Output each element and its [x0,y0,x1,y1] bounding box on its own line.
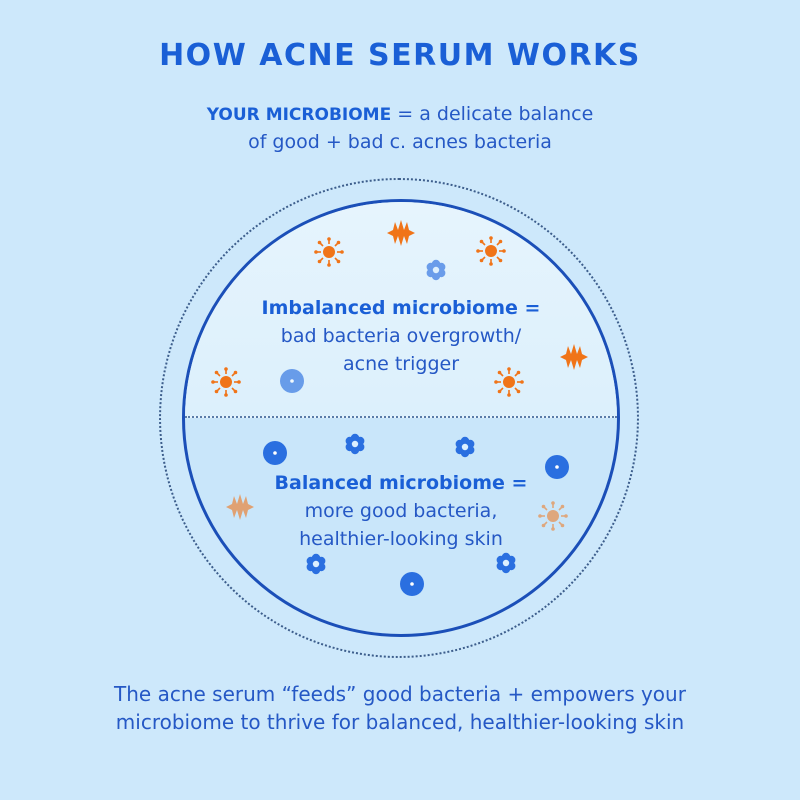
intro-text: YOUR MICROBIOME = a delicate balance of … [0,101,800,156]
bad-bacteria-spiky-icon [387,220,415,246]
balanced-heading: Balanced microbiome = [274,472,528,494]
outer-dotted-ring [159,178,639,658]
good-bacteria-flower-icon [496,552,516,574]
imbalanced-heading: Imbalanced microbiome = [261,297,541,319]
bad-bacteria-sunburst-icon [313,236,345,268]
page-title: HOW ACNE SERUM WORKS [159,38,641,73]
balanced-line2: more good bacteria, [304,500,498,522]
imbalanced-text: Imbalanced microbiome = bad bacteria ove… [185,294,617,378]
footer-text: The acne serum “feeds” good bacteria + e… [0,680,800,736]
good-bacteria-flower-icon [455,436,475,458]
imbalanced-line2: bad bacteria overgrowth/ [280,325,522,347]
good-bacteria-disc-icon [263,441,287,465]
good-bacteria-flower-icon [345,433,365,455]
bad-bacteria-sunburst-icon [493,366,525,398]
balanced-text: Balanced microbiome = more good bacteria… [185,469,617,553]
bad-bacteria-sunburst-icon [210,366,242,398]
bad-bacteria-sunburst-icon [537,500,569,532]
intro-bold: YOUR MICROBIOME [206,105,392,125]
intro-line1: = a delicate balance [391,103,594,125]
bad-bacteria-spiky-icon [226,494,254,520]
microbiome-circle: Imbalanced microbiome = bad bacteria ove… [182,199,620,637]
footer-line1: The acne serum “feeds” good bacteria + e… [114,682,686,706]
footer-line2: microbiome to thrive for balanced, healt… [115,710,685,734]
bad-bacteria-sunburst-icon [475,235,507,267]
bad-bacteria-spiky-icon [560,344,588,370]
good-bacteria-disc-icon [400,572,424,596]
imbalanced-line3: acne trigger [342,353,460,375]
good-bacteria-flower-icon [426,259,446,281]
good-bacteria-disc-icon [545,455,569,479]
intro-line2: of good + bad c. acnes bacteria [248,131,552,153]
good-bacteria-disc-icon [280,369,304,393]
balanced-line3: healthier-looking skin [299,528,503,550]
good-bacteria-flower-icon [306,553,326,575]
